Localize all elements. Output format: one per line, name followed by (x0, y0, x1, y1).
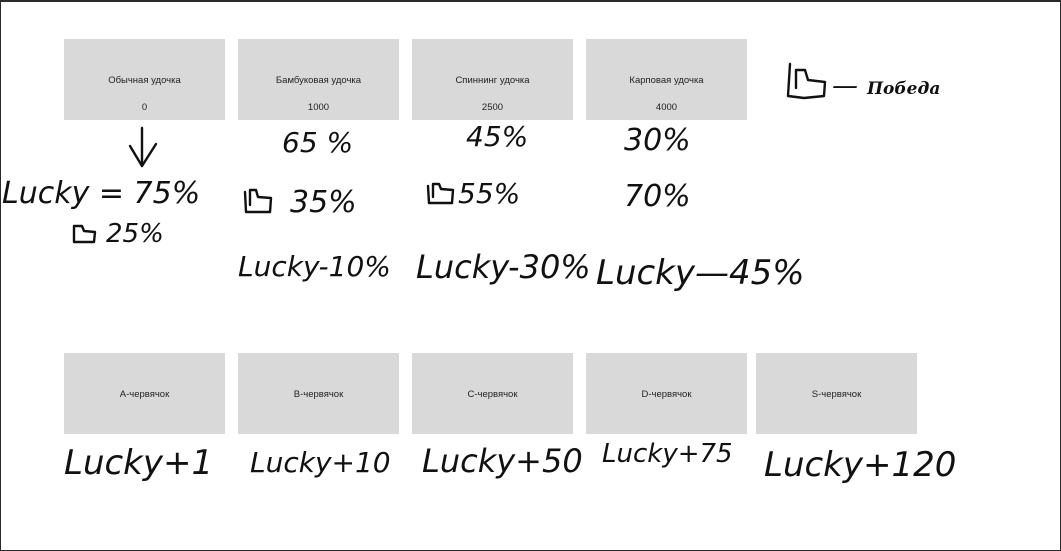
worm-name: A-червячок (119, 389, 170, 400)
worm-card-s[interactable]: S-червячок (756, 353, 917, 434)
rod-name: Спиннинг удочка (455, 75, 530, 86)
rod-price: 2500 (481, 102, 504, 113)
worm-card-a[interactable]: A-червячок (64, 353, 225, 434)
worm-card-c[interactable]: C-червячок (412, 353, 573, 434)
rod-name: Бамбуковая удочка (275, 75, 362, 86)
rod-card-bamboo[interactable]: Бамбуковая удочка 1000 (238, 39, 399, 120)
worm-name: B-червячок (293, 389, 344, 400)
rod-card-carp[interactable]: Карповая удочка 4000 (586, 39, 747, 120)
rod-price: 1000 (307, 102, 330, 113)
worm-name: D-червячок (641, 389, 692, 400)
rod-card-spinning[interactable]: Спиннинг удочка 2500 (412, 39, 573, 120)
worm-name: C-червячок (467, 389, 518, 400)
rod-price: 4000 (655, 102, 678, 113)
rod-name: Карповая удочка (629, 75, 704, 86)
rod-price: 0 (141, 102, 148, 113)
worm-card-b[interactable]: B-червячок (238, 353, 399, 434)
worm-name: S-червячок (811, 389, 862, 400)
rod-card-ordinary[interactable]: Обычная удочка 0 (64, 39, 225, 120)
worm-card-d[interactable]: D-червячок (586, 353, 747, 434)
rod-name: Обычная удочка (108, 75, 181, 86)
